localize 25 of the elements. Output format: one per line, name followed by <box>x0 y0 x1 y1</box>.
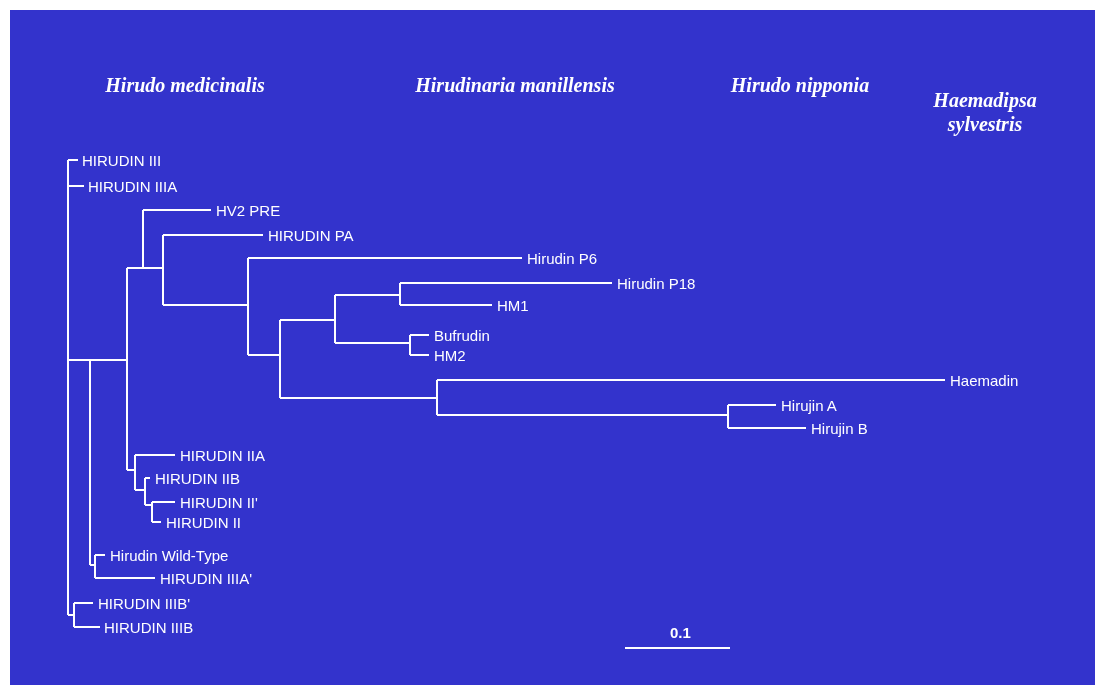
species-heading: Hirudo medicinalis <box>104 73 266 97</box>
leaf-label: Hirudin Wild-Type <box>110 546 229 564</box>
leaf-label: HIRUDIN IIB <box>155 469 240 487</box>
leaf-label: HIRUDIN II <box>166 513 241 531</box>
scale-label: 0.1 <box>670 623 691 641</box>
leaf-label: Haemadin <box>950 371 1019 389</box>
leaf-label: HIRUDIN II' <box>180 493 258 511</box>
leaf-label: Hirujin A <box>781 396 837 414</box>
leaf-label: Hirujin B <box>811 419 868 437</box>
leaf-label: HV2 PRE <box>216 201 281 219</box>
leaf-label: Hirudin P18 <box>617 274 696 292</box>
leaf-label: HIRUDIN IIIA' <box>160 569 253 587</box>
leaf-label: HM2 <box>434 346 466 364</box>
leaf-label: HIRUDIN IIIB' <box>98 594 191 612</box>
leaf-label: HIRUDIN IIIB <box>104 618 194 636</box>
leaf-label: HIRUDIN IIIA <box>88 177 178 195</box>
leaf-label: HIRUDIN IIA <box>180 446 265 464</box>
leaf-label: HIRUDIN III <box>82 151 162 169</box>
species-heading: Hirudo nipponia <box>729 73 871 97</box>
species-heading: Haemadipsa sylvestris <box>932 88 1038 136</box>
leaf-label: Hirudin P6 <box>527 249 598 267</box>
leaf-label: HIRUDIN PA <box>268 226 354 244</box>
species-heading: Hirudinaria manillensis <box>414 73 616 97</box>
leaf-label: Bufrudin <box>434 326 490 344</box>
leaf-label: HM1 <box>497 296 529 314</box>
